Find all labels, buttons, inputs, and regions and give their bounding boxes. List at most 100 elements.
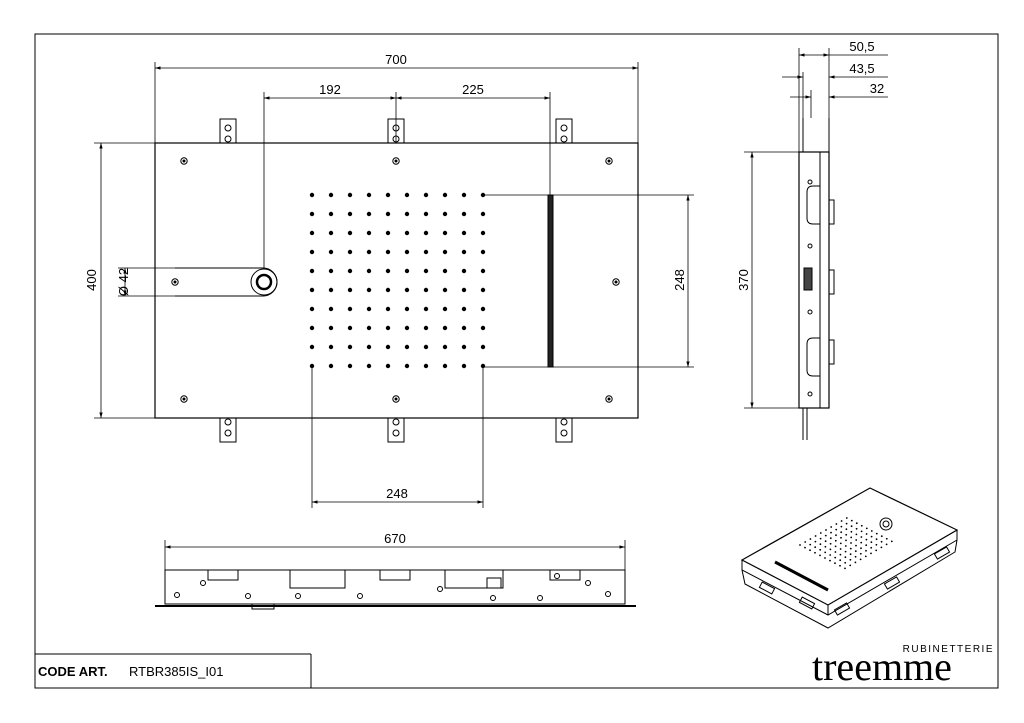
nozzle: [328, 230, 334, 236]
iso-nozzle: [835, 528, 838, 531]
isometric-nozzle-grid: [799, 517, 893, 570]
iso-nozzle: [850, 536, 853, 539]
nozzle: [366, 249, 372, 255]
dimensions-bottom-view: [164, 540, 626, 570]
dim-side-depth-2: 43,5: [849, 61, 874, 76]
nozzle: [328, 211, 334, 217]
iso-nozzle: [854, 561, 857, 564]
iso-nozzle: [875, 543, 878, 546]
nozzle: [366, 287, 372, 293]
nozzle: [480, 287, 486, 293]
iso-nozzle: [834, 539, 837, 542]
nozzle: [423, 211, 429, 217]
iso-nozzle: [825, 529, 827, 531]
iso-nozzle: [859, 558, 862, 561]
nozzle: [385, 325, 391, 331]
nozzle: [328, 192, 334, 198]
iso-nozzle: [835, 534, 837, 537]
iso-nozzle: [840, 531, 843, 534]
nozzle: [366, 211, 372, 217]
nozzle: [309, 363, 315, 369]
iso-nozzle: [844, 550, 847, 553]
dim-nozzle-height: 248: [672, 269, 687, 291]
iso-nozzle: [890, 540, 893, 543]
nozzle: [309, 230, 315, 236]
iso-nozzle: [865, 538, 868, 541]
nozzle: [480, 230, 486, 236]
nozzle-grid: [309, 192, 486, 369]
nozzle: [309, 344, 315, 350]
nozzle: [347, 287, 353, 293]
code-art-value: RTBR385IS_I01: [129, 664, 223, 679]
iso-nozzle: [829, 559, 831, 562]
nozzle: [309, 287, 315, 293]
nozzle: [423, 249, 429, 255]
iso-nozzle: [860, 524, 863, 527]
iso-nozzle: [814, 551, 816, 554]
iso-nozzle: [875, 532, 878, 535]
iso-nozzle: [860, 547, 862, 550]
nozzle: [461, 230, 467, 236]
iso-nozzle: [839, 553, 842, 556]
nozzle: [347, 249, 353, 255]
nozzle: [385, 249, 391, 255]
iso-nozzle: [830, 531, 832, 534]
iso-nozzle: [865, 544, 868, 547]
nozzle: [366, 344, 372, 350]
nozzle: [309, 268, 315, 274]
iso-nozzle: [845, 517, 848, 519]
nozzle: [423, 363, 429, 369]
isometric-view: [740, 487, 959, 629]
nozzle: [404, 230, 410, 236]
iso-nozzle: [809, 538, 812, 540]
nozzle: [404, 344, 410, 350]
iso-nozzle: [855, 539, 858, 541]
dim-height: 400: [84, 269, 99, 291]
dim-total-width: 700: [385, 52, 407, 67]
iso-nozzle: [855, 527, 858, 530]
dim-offset-left: 192: [319, 82, 341, 97]
nozzle: [347, 211, 353, 217]
nozzle: [404, 192, 410, 198]
nozzle: [328, 306, 334, 312]
nozzle: [442, 230, 448, 236]
nozzle: [385, 192, 391, 198]
iso-nozzle: [870, 530, 873, 532]
iso-nozzle: [845, 533, 848, 536]
iso-nozzle: [860, 541, 863, 544]
bracket-bottom-right: [555, 417, 573, 443]
iso-nozzle: [885, 537, 888, 540]
dimensions-side-view: [744, 48, 888, 409]
nozzle: [442, 306, 448, 312]
nozzle: [461, 306, 467, 312]
nozzle: [423, 344, 429, 350]
iso-nozzle: [844, 545, 847, 547]
iso-nozzle: [819, 548, 822, 551]
bracket-bottom-center: [387, 417, 405, 443]
nozzle: [309, 211, 315, 217]
iso-nozzle: [855, 544, 857, 547]
nozzle: [423, 192, 429, 198]
iso-nozzle: [865, 527, 868, 530]
bracket-top-left: [219, 118, 237, 144]
iso-nozzle: [860, 536, 863, 538]
iso-nozzle: [870, 546, 873, 549]
iso-nozzle: [835, 523, 838, 525]
nozzle: [366, 325, 372, 331]
nozzle: [442, 344, 448, 350]
code-art-label: CODE ART.: [38, 664, 108, 679]
nozzle: [347, 192, 353, 198]
iso-nozzle: [819, 554, 821, 557]
iso-nozzle: [804, 541, 807, 543]
screw-holes: [171, 157, 620, 403]
iso-nozzle: [829, 542, 832, 545]
nozzle: [328, 325, 334, 331]
nozzle: [423, 325, 429, 331]
iso-nozzle: [845, 528, 848, 531]
iso-nozzle: [875, 538, 878, 541]
nozzle: [328, 287, 334, 293]
iso-nozzle: [819, 543, 822, 546]
nozzle: [366, 306, 372, 312]
iso-nozzle: [829, 554, 832, 556]
nozzle: [385, 230, 391, 236]
